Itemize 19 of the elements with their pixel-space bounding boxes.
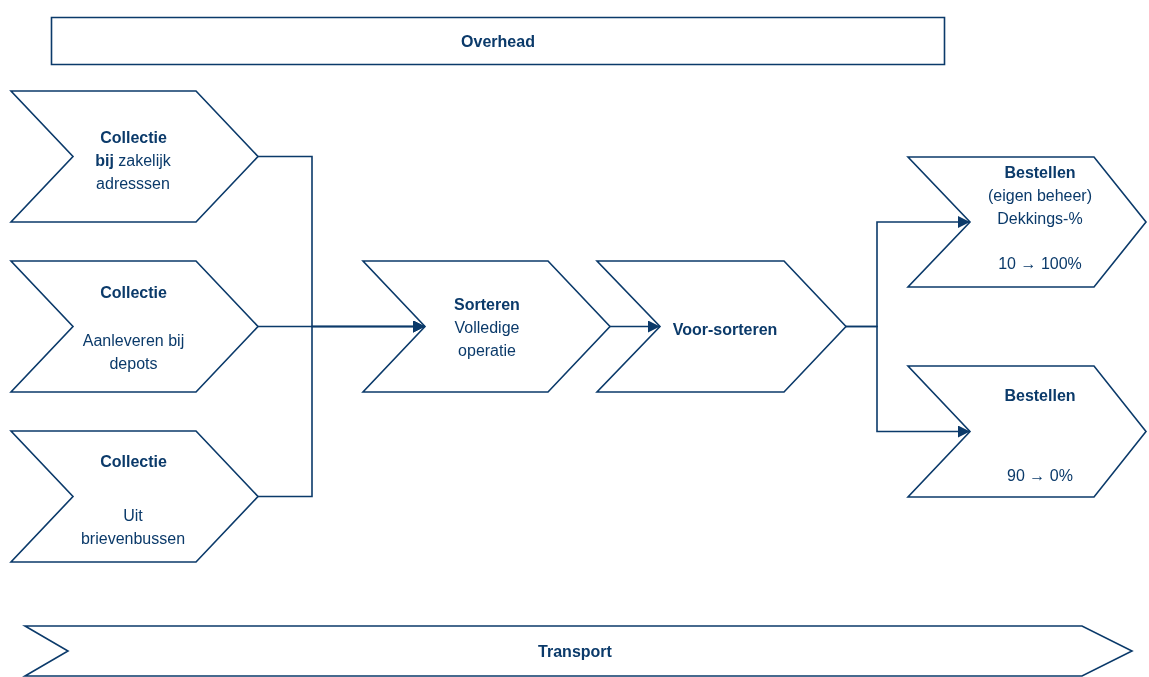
node-title: Collectie bbox=[99, 283, 168, 303]
node-text: 10 → 100% bbox=[997, 254, 1083, 274]
node-title: Bestellen bbox=[1003, 163, 1077, 183]
node-text: (eigen beheer) Dekkings-% bbox=[986, 186, 1094, 229]
node-title: Sorteren bbox=[453, 295, 521, 315]
arrow bbox=[257, 320, 426, 498]
node-title: Collectie bbox=[99, 128, 168, 148]
node-text: Uit brievenbussen bbox=[79, 506, 187, 549]
node-title: Transport bbox=[537, 642, 613, 662]
node-text: bij zakelijk adresssen bbox=[94, 151, 172, 194]
arrow bbox=[845, 325, 971, 438]
node-text: Aanleveren bij depots bbox=[81, 331, 186, 374]
arrow bbox=[609, 320, 661, 333]
node-text: 90 → 0% bbox=[1006, 466, 1074, 486]
node-title: Voor-sorteren bbox=[671, 320, 779, 340]
node-title: Overhead bbox=[460, 32, 536, 52]
node-text: Volledige operatie bbox=[453, 318, 521, 361]
node-title: Collectie bbox=[99, 452, 168, 472]
node-title: Bestellen bbox=[1003, 386, 1077, 406]
